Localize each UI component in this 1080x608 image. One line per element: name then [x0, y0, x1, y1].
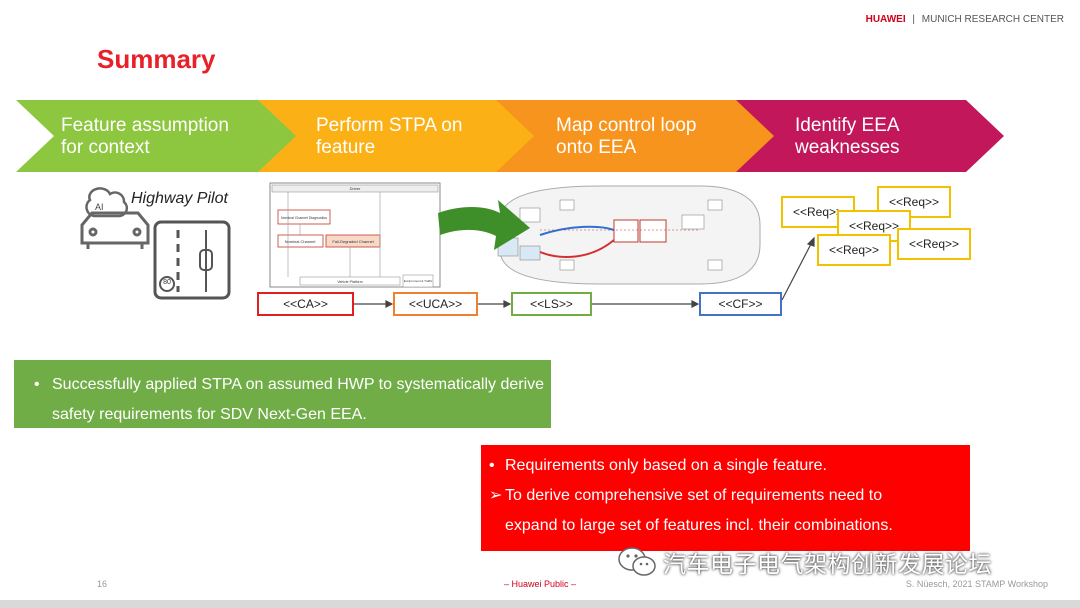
chevron-step-3	[496, 100, 778, 172]
classification-label: – Huawei Public –	[503, 579, 577, 589]
flow-box-ls: <<LS>>	[511, 292, 592, 316]
stpa-vehicle-platform: Vehicle Platform	[337, 280, 362, 284]
wechat-watermark: 汽车电子电气架构创新发展论坛	[617, 543, 1057, 581]
speed-sign: 80	[163, 279, 171, 286]
flow-box-uca: <<UCA>>	[393, 292, 478, 316]
stpa-environment: Environment & Traffic	[404, 279, 433, 283]
flow-box-cf: <<CF>>	[699, 292, 782, 316]
req-box-4: <<Req>>	[897, 228, 971, 260]
process-chevrons	[16, 100, 1004, 172]
ai-icon-label: AI	[95, 202, 104, 212]
stpa-nominal-diag: Nominal Channel Diagnostics	[281, 216, 327, 220]
slide-title: Summary	[97, 44, 216, 74]
wechat-icon	[618, 547, 656, 576]
stpa-driver: Driver	[350, 186, 361, 191]
stpa-nominal-channel: Nominal Channel	[285, 239, 316, 244]
green-summary-text: Successfully applied STPA on assumed HWP…	[52, 376, 545, 423]
footer-author: S. Nüesch, 2021 STAMP Workshop	[905, 579, 1048, 589]
req-box-5: <<Req>>	[817, 234, 891, 266]
eea-car-topview	[497, 185, 761, 285]
big-green-arrow	[438, 200, 530, 250]
red-bullet-1: •	[489, 457, 495, 474]
page-number: 16	[97, 579, 108, 589]
red-line-1: Requirements only based on a single feat…	[505, 457, 827, 474]
chevron-step-1	[16, 100, 300, 172]
research-center-label: MUNICH RESEARCH CENTER	[921, 14, 1064, 25]
road-icon	[153, 220, 231, 300]
stpa-control-structure	[269, 182, 441, 288]
process-diagram: AI Driver Nominal Channel Diagnostics No…	[80, 182, 815, 308]
red-limitation-panel: • Requirements only based on a single fe…	[481, 445, 970, 551]
red-line-2: To derive comprehensive set of requireme…	[505, 487, 883, 504]
red-bullet-2: ➢	[489, 487, 503, 504]
green-summary-panel: • Successfully applied STPA on assumed H…	[14, 360, 551, 428]
watermark-text: 汽车电子电气架构创新发展论坛	[663, 552, 992, 578]
autonomous-car-icon	[80, 187, 150, 249]
chevron-step-2	[258, 100, 538, 172]
huawei-brand: HUAWEI	[865, 14, 906, 25]
bottom-bar	[0, 600, 1080, 608]
stpa-fail-degraded: Fail-Degraded Channel	[332, 239, 373, 244]
chevron-step-4	[736, 100, 1004, 172]
header-brand: HUAWEI | MUNICH RESEARCH CENTER	[866, 14, 1064, 25]
header-separator: |	[912, 14, 915, 25]
flow-arrows	[354, 236, 815, 308]
red-line-3: expand to large set of features incl. th…	[505, 517, 893, 534]
highway-pilot-label: Highway Pilot	[131, 190, 228, 207]
green-bullet: •	[34, 376, 40, 393]
flow-box-ca: <<CA>>	[257, 292, 354, 316]
